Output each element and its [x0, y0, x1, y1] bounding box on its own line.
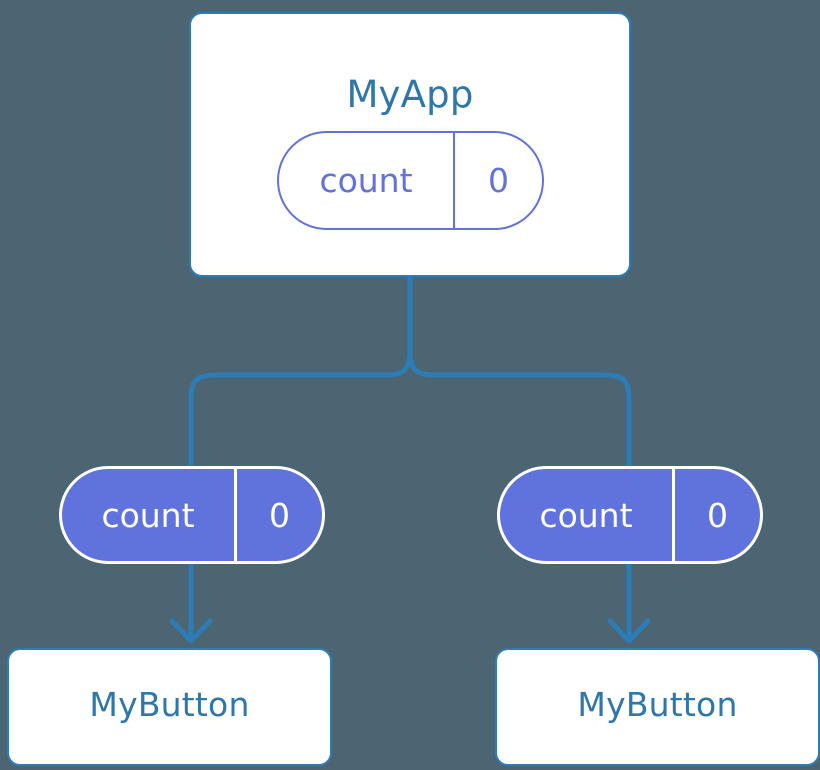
- arrowhead-right: [607, 618, 651, 644]
- component-box-mybutton-left[interactable]: MyButton: [7, 648, 332, 766]
- prop-pill-value: 0: [672, 469, 760, 561]
- component-title-mybutton: MyButton: [577, 685, 738, 724]
- connector-branch-right: [407, 351, 632, 466]
- state-pill-myapp[interactable]: count 0: [277, 131, 544, 230]
- component-box-mybutton-right[interactable]: MyButton: [495, 648, 820, 766]
- component-title-mybutton: MyButton: [89, 685, 250, 724]
- prop-pill-key: count: [539, 495, 633, 535]
- state-pill-key: count: [319, 161, 413, 200]
- prop-pill-value: 0: [234, 469, 322, 561]
- prop-pill-right[interactable]: count 0: [497, 466, 763, 564]
- prop-pill-key: count: [101, 495, 195, 535]
- prop-pill-left[interactable]: count 0: [59, 466, 325, 564]
- connector-branch-left: [188, 351, 413, 466]
- arrowhead-left: [169, 618, 213, 644]
- state-pill-value: 0: [453, 133, 542, 228]
- component-title-myapp: MyApp: [346, 73, 474, 116]
